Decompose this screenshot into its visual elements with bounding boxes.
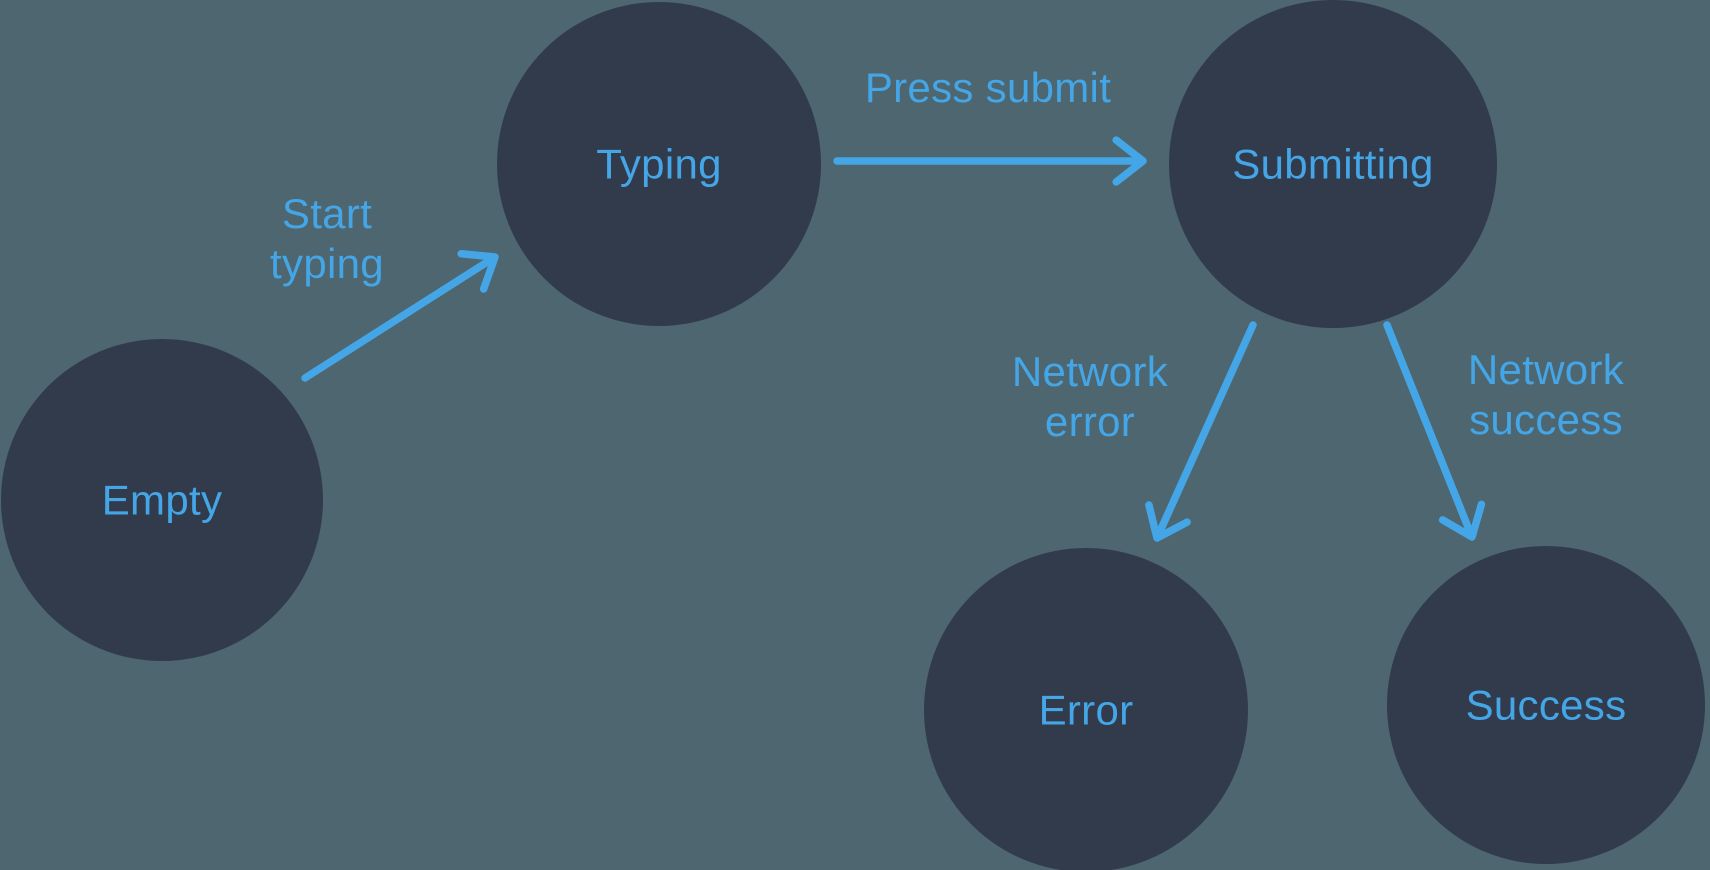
arrowhead-icon bbox=[1112, 136, 1147, 186]
state-label-success: Success bbox=[1466, 682, 1627, 729]
state-circle-success bbox=[1387, 546, 1705, 864]
arrow-shaft-network-error bbox=[1156, 321, 1257, 535]
state-label-submitting: Submitting bbox=[1232, 141, 1433, 188]
state-node-submitting: Submitting bbox=[1169, 0, 1497, 328]
state-circle-submitting bbox=[1169, 0, 1497, 328]
arrow-shaft-network-success bbox=[1383, 321, 1473, 534]
arrowhead-icon bbox=[457, 249, 499, 293]
state-label-error: Error bbox=[1039, 687, 1134, 734]
transition-press-submit: Press submit bbox=[833, 64, 1147, 186]
arrow-shaft-start-typing bbox=[301, 257, 493, 382]
state-node-empty: Empty bbox=[1, 339, 323, 661]
state-label-typing: Typing bbox=[596, 141, 722, 188]
state-node-typing: Typing bbox=[497, 2, 821, 326]
arrowhead-icon bbox=[1438, 500, 1486, 541]
state-circle-empty bbox=[1, 339, 323, 661]
transition-label-press-submit: Press submit bbox=[865, 64, 1111, 111]
state-node-error: Error bbox=[924, 548, 1248, 870]
arrowhead-icon bbox=[1145, 501, 1191, 542]
state-circle-typing bbox=[497, 2, 821, 326]
state-circle-error bbox=[924, 548, 1248, 870]
state-node-success: Success bbox=[1387, 546, 1705, 864]
state-label-empty: Empty bbox=[102, 477, 223, 524]
